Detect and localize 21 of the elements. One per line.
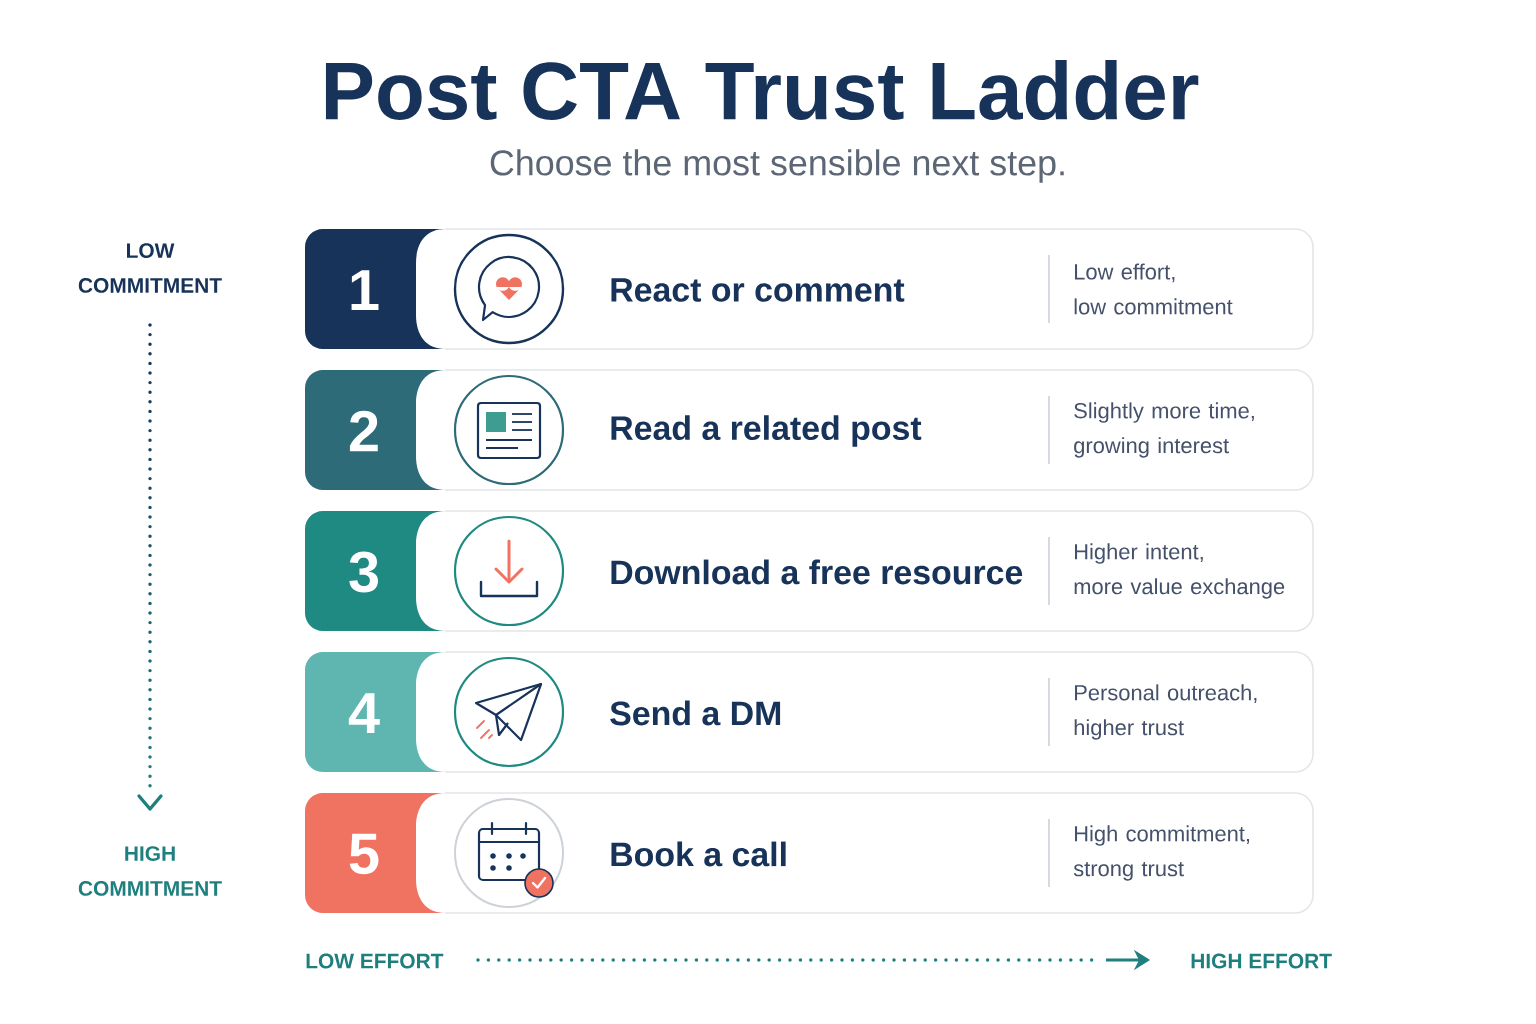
step-description: Slightly more time, growing interest <box>1074 402 1254 458</box>
number-badge: 2 <box>305 370 445 490</box>
number-badge: 4 <box>305 652 445 772</box>
step-description: Low effort, low commitment <box>1074 263 1233 315</box>
axis-label: LOW EFFORT <box>306 953 444 969</box>
number-badge: 1 <box>305 229 445 349</box>
step-title: Send a DM <box>610 700 781 726</box>
number-badge: 3 <box>305 511 445 631</box>
axis-label: HIGH EFFORT <box>1191 953 1332 969</box>
axis-label: HIGH COMMITMENT <box>78 846 222 896</box>
step-title: Download a free resource <box>611 559 1023 585</box>
number-badge: 5 <box>305 793 445 913</box>
step-title: Book a call <box>611 841 786 867</box>
axis-label: LOW COMMITMENT <box>78 243 222 293</box>
step-title: Read a related post <box>611 415 922 447</box>
step-description: High commitment, strong trust <box>1073 825 1250 881</box>
step-description: Personal outreach, higher trust <box>1074 684 1257 740</box>
title: Post CTA Trust Ladder <box>325 60 1199 120</box>
step-title: React or comment <box>611 278 905 302</box>
subtitle: Choose the most sensible next step. <box>490 149 1064 183</box>
step-description: Higher intent, more value exchange <box>1074 543 1285 599</box>
